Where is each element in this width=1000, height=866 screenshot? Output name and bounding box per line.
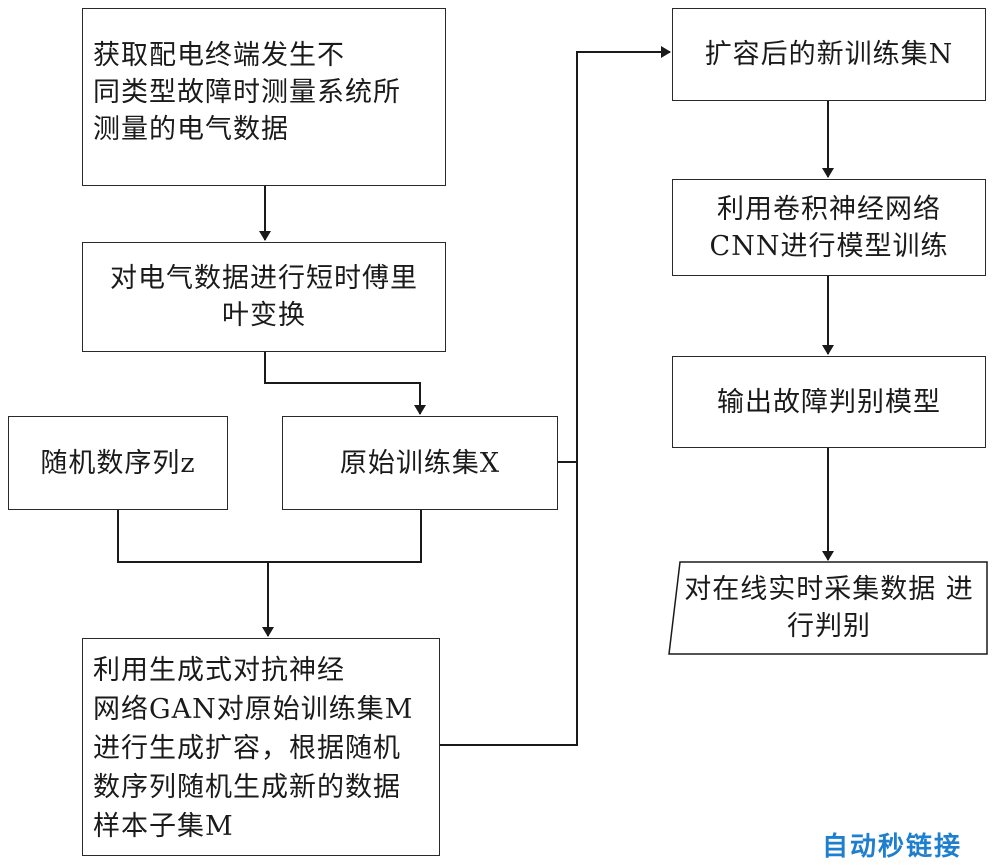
online-box-outline (668, 561, 988, 655)
cnn-training-text: 利用卷积神经网络 CNN进行模型训练 (709, 193, 949, 262)
line-random-to-merge (117, 510, 422, 563)
online-judgement-text: 对在线实时采集数据 进行判别 (684, 574, 974, 642)
watermark-text: 自动秒链接 (822, 832, 963, 862)
gan-expansion-text: 利用生成式对抗神经 网络GAN对原始训练集M 进行生成扩容，根据随机 数序列随机… (93, 655, 414, 842)
box-output-model: 输出故障判别模型 (672, 356, 986, 448)
box-original-train-set: 原始训练集X (282, 416, 558, 510)
output-model-text: 输出故障判别模型 (717, 386, 941, 418)
box-expanded-train-set: 扩容后的新训练集N (672, 8, 986, 101)
stft-text: 对电气数据进行短时傅里 叶变换 (110, 263, 418, 331)
arrow-gan-to-expanded (440, 46, 671, 746)
box-random-sequence: 随机数序列z (8, 416, 228, 510)
original-train-set-text: 原始训练集X (339, 447, 501, 479)
random-sequence-text: 随机数序列z (40, 447, 196, 479)
arrow-stft-to-train (264, 352, 426, 415)
box-acquire-data: 获取配电终端发生不 同类型故障时测量系统所 测量的电气数据 (82, 8, 446, 186)
expanded-train-set-text: 扩容后的新训练集N (704, 39, 954, 70)
box-cnn-training: 利用卷积神经网络 CNN进行模型训练 (672, 179, 986, 276)
box-stft: 对电气数据进行短时傅里 叶变换 (82, 242, 446, 352)
box-gan-expansion: 利用生成式对抗神经 网络GAN对原始训练集M 进行生成扩容，根据随机 数序列随机… (82, 638, 440, 856)
box-online-judgement: 对在线实时采集数据 进行判别 (676, 562, 982, 654)
acquire-text: 获取配电终端发生不 同类型故障时测量系统所 测量的电气数据 (93, 40, 401, 145)
